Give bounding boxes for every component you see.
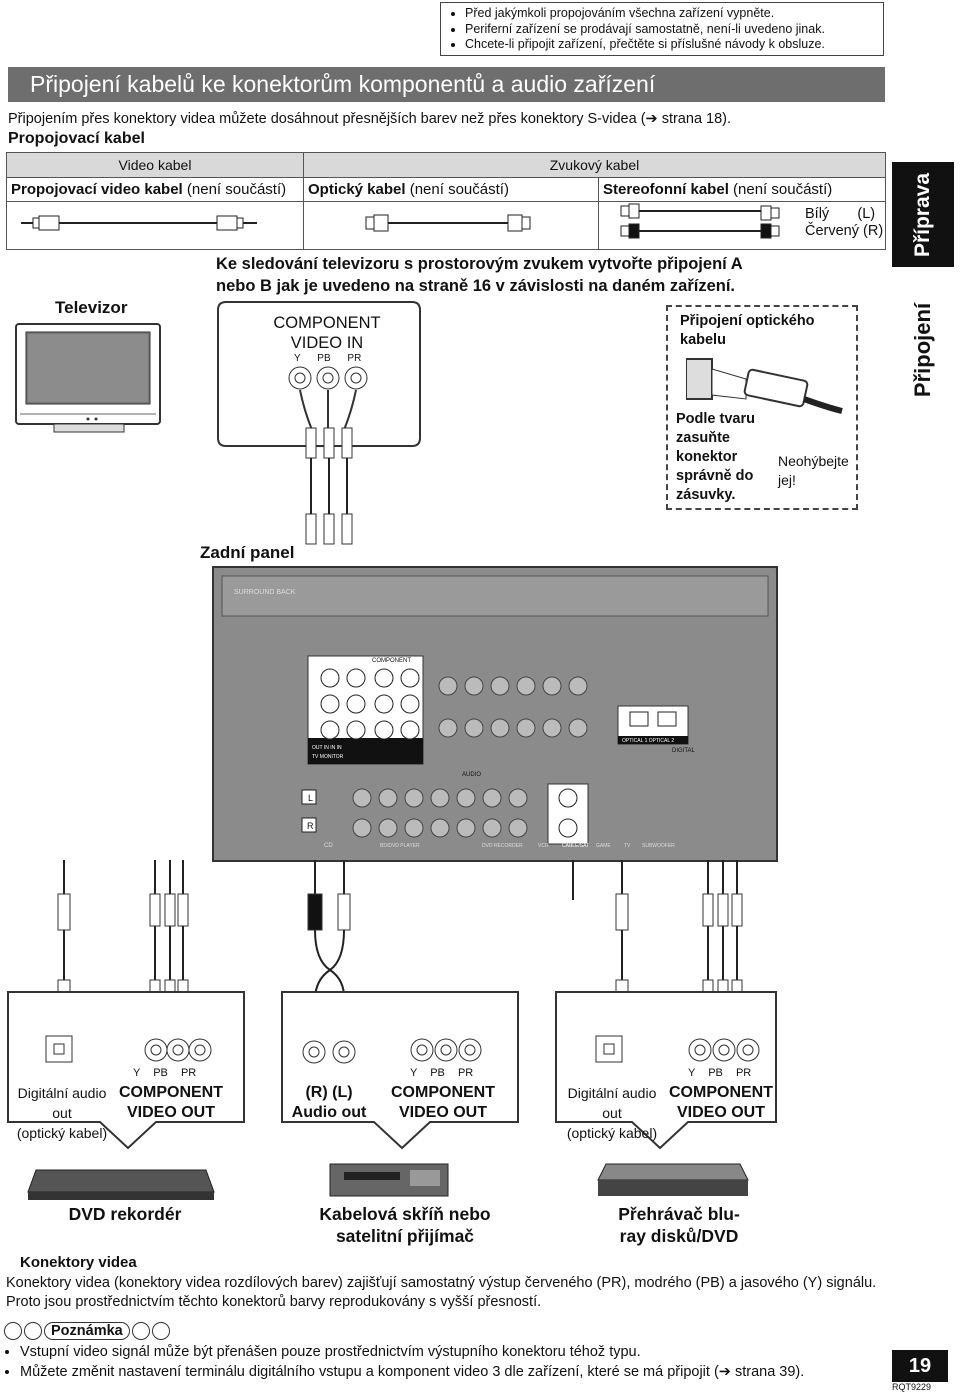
tv-label: Televizor — [55, 298, 128, 317]
note-label: Poznámka — [44, 1322, 130, 1340]
svg-text:DIGITAL: DIGITAL — [672, 748, 696, 754]
intro-text: Připojením přes konektory videa můžete d… — [8, 111, 732, 127]
cable-table: Video kabel Zvukový kabel Propojovací vi… — [6, 152, 886, 250]
video-cable-cell — [6, 201, 304, 250]
svg-text:TV MONITOR: TV MONITOR — [312, 754, 344, 760]
video-connectors-heading: Konektory videa — [20, 1254, 137, 1271]
svg-text:DVD RECORDER: DVD RECORDER — [482, 843, 523, 849]
bottom-notes: Vstupní video signál může být přenášen p… — [6, 1343, 886, 1382]
dvd-recorder-label: DVD rekordér — [68, 1204, 182, 1224]
tv-icon — [15, 323, 161, 433]
cable-colors: Bílý (L) Červený (R) — [805, 206, 883, 240]
red-label: Červený — [805, 223, 859, 239]
component-in-letters: Y PB PR — [294, 353, 362, 364]
cable-heading: Propojovací kabel — [8, 130, 145, 147]
optical-cable-icon — [365, 214, 531, 232]
tab-pripojeni: Připojení — [910, 302, 935, 398]
tab-priprava: Příprava — [892, 162, 954, 267]
note-item: Můžete změnit nastavení terminálu digitá… — [20, 1363, 886, 1383]
dvd-digital-label: Digitální audio out(optický kabel) — [16, 1085, 108, 1141]
stereo-cable-cell: Bílý (L) Červený (R) — [598, 201, 886, 250]
note-header: Poznámka — [4, 1322, 170, 1340]
svg-text:AUDIO: AUDIO — [462, 772, 481, 778]
optical-connection-box — [666, 305, 858, 510]
svg-text:VCR: VCR — [538, 843, 549, 849]
audio-cable-header: Zvukový kabel — [303, 152, 886, 178]
component-in-panel — [217, 301, 421, 447]
rear-panel-label: Zadní panel — [200, 543, 295, 562]
note-item: Chcete-li připojit zařízení, přečtěte si… — [465, 37, 877, 53]
cable-audio-label: (R) (L)Audio out — [291, 1084, 367, 1121]
bluray-player-label: Přehrávač blu-ray disků/DVD — [618, 1204, 740, 1246]
note-item: Vstupní video signál může být přenášen p… — [20, 1343, 886, 1363]
optical-cable-cell — [303, 201, 599, 250]
svg-text:R: R — [307, 821, 314, 831]
svg-text:CABLE/SAT: CABLE/SAT — [562, 843, 589, 849]
svg-text:COMPONENT: COMPONENT — [372, 658, 411, 664]
page-number: 19 — [892, 1350, 948, 1382]
bluray-digital-label: Digitální audio out(optický kabel) — [566, 1085, 658, 1141]
bluray-jack-letters: Y PB PR — [688, 1067, 752, 1079]
note-item: Periferní zařízení se prodávají samostat… — [465, 22, 877, 38]
receiver-rear-panel: L R SURROUND BACK COMPONENT AUDIO OPTICAL… — [212, 566, 778, 862]
component-cable — [305, 427, 353, 545]
video-cable-icon — [21, 215, 257, 231]
optical-plug-illustration — [686, 358, 843, 414]
svg-text:BD/DVD PLAYER: BD/DVD PLAYER — [380, 843, 420, 849]
svg-text:TV: TV — [624, 843, 631, 849]
stereo-cable-icon — [620, 203, 780, 239]
svg-text:SUBWOOFER: SUBWOOFER — [642, 843, 675, 849]
precaution-notes: Před jakýmkoli propojováním všechna zaří… — [440, 2, 884, 56]
red-code: (R) — [863, 223, 884, 239]
svg-text:L: L — [308, 793, 313, 803]
optical-cable-name: Optický kabel (není součástí) — [303, 177, 599, 202]
white-code: (L) — [857, 206, 876, 222]
section-title: Připojení kabelů ke konektorům komponent… — [8, 67, 885, 102]
svg-text:CD: CD — [324, 843, 333, 849]
svg-text:GAME: GAME — [596, 843, 611, 849]
surround-instruction: Ke sledování televizoru s prostorovým zv… — [216, 255, 743, 295]
cable-jack-letters: Y PB PR — [410, 1067, 474, 1079]
svg-text:OUT IN IN IN: OUT IN IN IN — [312, 745, 342, 751]
svg-text:OPTICAL 1 OPTICAL 2: OPTICAL 1 OPTICAL 2 — [622, 738, 674, 744]
white-label: Bílý — [805, 206, 830, 222]
note-item: Před jakýmkoli propojováním všechna zaří… — [465, 6, 877, 22]
device-jack-panels — [7, 991, 777, 1150]
video-cable-header: Video kabel — [6, 152, 304, 178]
document-code: RQT9229 — [892, 1382, 932, 1392]
dvd-jack-letters: Y PB PR — [133, 1067, 197, 1079]
video-connectors-text: Konektory videa (konektory videa rozdílo… — [6, 1275, 877, 1310]
side-tabs: Příprava Připojení — [892, 150, 954, 410]
svg-text:SURROUND BACK: SURROUND BACK — [234, 589, 296, 596]
video-cable-name: Propojovací video kabel (není součástí) — [6, 177, 304, 202]
stereo-cable-name: Stereofonní kabel (není součástí) — [598, 177, 886, 202]
device-illustrations — [27, 1163, 749, 1200]
